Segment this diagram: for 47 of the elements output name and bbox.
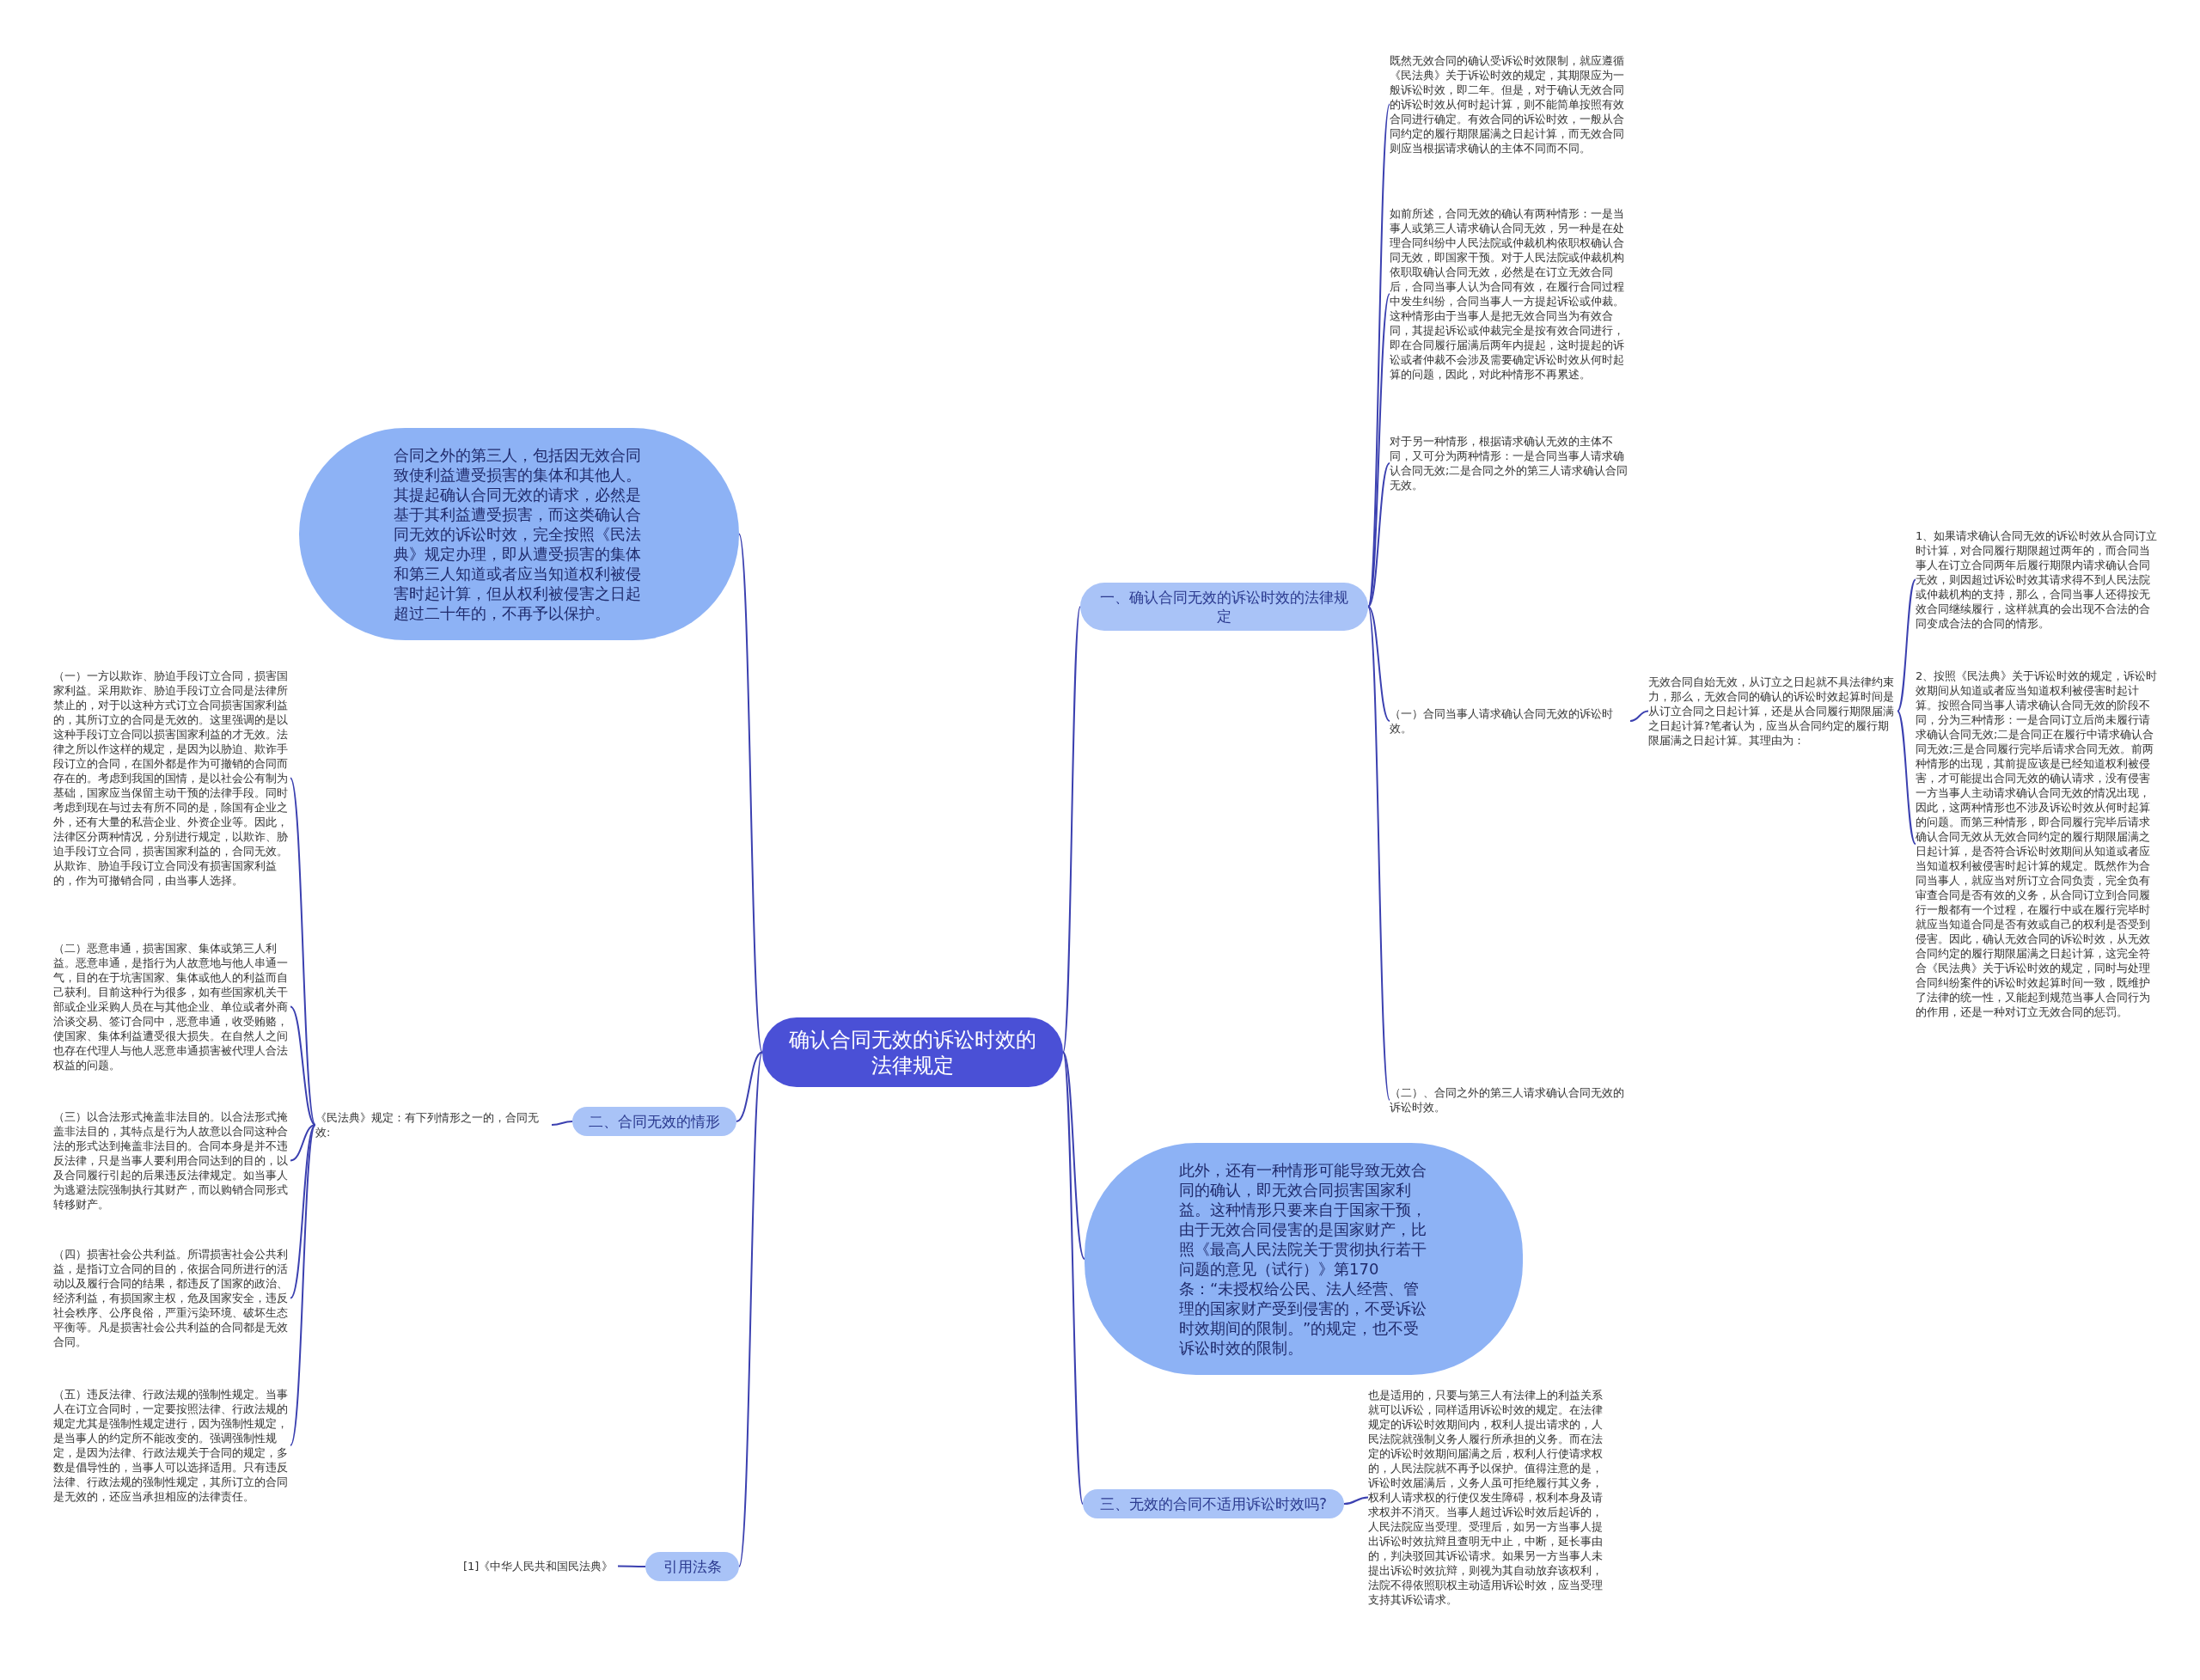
text-note: （四）损害社会公共利益。所谓损害社会公共利益，是指订立合同的目的，依据合同所进行的活动以及履行合同的结果，都违反了国家的政治、经济利益，有损国家主权，危及国家安全，违反社会秩序、公序良俗，严重污染环境、破坏生态平衡等。凡是损害社会公共利益的合同都是无效合同。 [53,1247,289,1349]
text-note: 既然无效合同的确认受诉讼时效限制，就应遵循《民法典》关于诉讼时效的规定，其期限应为一般诉讼时效，即二年。但是，对于确认无效合同的诉讼时效从何时起计算，则不能简单按照有效合同进行确定。有效合同的诉讼时效，一般从合同约定的履行期限届满之日起计算，而无效合同则应当根据请求确认的主体不同而不同。 [1390,53,1625,156]
connector-line [738,1051,763,1567]
text-note: 无效合同自始无效，从订立之日起就不具法律约束力，那么，无效合同的确认的诉讼时效起算时间是从订立合同之日起计算，还是从合同履行期限届满之日起计算?笔者认为，应当从合同约定的履行期限届满之日起计算。其理由为： [1648,675,1895,748]
branch-topic [1083,1489,1344,1518]
connector-line [290,1124,316,1299]
branch-topic [572,1107,736,1136]
connector-line [1629,710,1649,722]
text-note: （一）一方以欺诈、胁迫手段订立合同，损害国家利益。采用欺诈、胁迫手段订立合同是法律所禁止的，对于以这种方式订立合同损害国家利益的，其所订立的合同是无效的。这里强调的是以这种手段订立合同以损害国家利益的才无效。法律之所以作这样的规定，是因为以胁迫、欺诈手段订立的合同，在国外都是作为可撤销的合同而存在的。考虑到我国的国情，是以社会公有制为基础，国家应当保留主动干预的法律手段。同时考虑到现在与过去有所不同的是，除国有企业之外，还有大量的私营企业、外资企业等。因此，法律区分两种情况，分别进行规定，以欺诈、胁迫手段订立合同，损害国家利益的，合同无效。从欺诈、胁迫手段订立合同没有损害国家利益的，作为可撤销合同，由当事人选择。 [53,669,289,888]
text-note: （三）以合法形式掩盖非法目的。以合法形式掩盖非法目的，其特点是行为人故意以合同这种合法的形式达到掩盖非法目的。合同本身是并不违反法律，只是当事人要利用合同达到的目的，以及合同履行引起的后果违反法律规定。如当事人为逃避法院强制执行其财产，而以购销合同形式转移财产。 [53,1109,289,1212]
root-topic [762,1017,1063,1087]
text-note: 也是适用的，只要与第三人有法律上的利益关系就可以诉讼，同样适用诉讼时效的规定。在法律规定的诉讼时效期间内，权利人提出请求的，人民法院就强制义务人履行所承担的义务。而在法定的诉讼时效期间届满之后，权利人行使请求权的，人民法院就不再予以保护。值得注意的是，诉讼时效届满后，义务人虽可拒绝履行其义务，权利人请求权的行使仅发生障碍，权利本身及请求权并不消灭。当事人超过诉讼时效后起诉的，人民法院应当受理。受理后，如另一方当事人提出诉讼时效抗辩且查明无中止，中断，延长事由的，判决驳回其诉讼请求。如果另一方当事人未提出诉讼时效抗辩，则视为其自动放弃该权利，法院不得依照职权主动适用诉讼时效，应当受理支持其诉讼请求。 [1368,1388,1604,1607]
text-note: （五）违反法律、行政法规的强制性规定。当事人在订立合同时，一定要按照法律、行政法规的规定尤其是强制性规定进行，因为强制性规定，是当事人的约定所不能改变的。强调强制性规定，是因为法律、行政法规关于合同的规定，多数是倡导性的，当事人可以选择适用。只有违反法律、行政法规的强制性规定，其所订立的合同是无效的，还应当承担相应的法律责任。 [53,1387,289,1504]
connector-line [290,1124,316,1162]
text-note: （一）合同当事人请求确认合同无效的诉讼时效。 [1390,706,1614,736]
connector-line [290,1124,316,1446]
connector-line [1897,578,1916,712]
connector-line [1897,710,1916,845]
topic-text: 三、无效的合同不适用诉讼时效吗? [1100,1494,1327,1513]
connector-line [1062,1051,1085,1260]
topic-text: 此外，还有一种情形可能导致无效合同的确认，即无效合同损害国家利益。这种情形只要来自于国家干预，由于无效合同侵害的是国家财产，比照《最高人民法院关于贯彻执行若干问题的意见（试行）》第170条：“未授权给公民、法人经营、管理的国家财产受到侵害的，不受诉讼时效期间的限制。”的规定，也不受诉讼时效的限制。 [1179,1160,1427,1358]
text-note: （二）、合同之外的第三人请求确认合同无效的诉讼时效。 [1390,1085,1625,1115]
connector-line [1367,606,1390,722]
text-note: 对于另一种情形，根据请求确认无效的主体不同，又可分为两种情形：一是合同当事人请求确认合同无效;二是合同之外的第三人请求确认合同无效。 [1390,434,1629,492]
text-note: 2、按照《民法典》关于诉讼时效的规定，诉讼时效期间从知道或者应当知道权利被侵害时起计算。按照合同当事人请求确认合同无效的阶段不同，分为三种情形：一是合同订立后尚未履行请求确认合同无效;二是合同正在履行中请求确认合同无效;三是合同履行完毕后请求合同无效。前两种情形的出现，其前提应该是已经知道权利被侵害，才可能提出合同无效的确认请求，没有侵害一方当事人主动请求确认合同无效的情况出现，因此，这两种情形也不涉及诉讼时效从何时起算的问题。而第三种情形，即合同履行完毕后请求确认合同无效从无效合同约定的履行期限届满之日起计算，是否符合诉讼时效期间从知道或者应当知道权利被侵害时起计算的规定。既然作为合同当事人，就应当对所订立合同负责，完全负有审查合同是否有效的义务，从合同订立到合同履行一般都有一个过程，在履行中或在履行完毕时就应当知道合同是否有效或自己的权利是否受到侵害。因此，确认无效合同的诉讼时效，从无效合同约定的履行期限届满之日起计算，这完全符合《民法典》关于诉讼时效的规定，同时与处理合同纠纷案件的诉讼时效起算时间一致，既维护了法律的统一性，又能起到规范当事人合同行为的作用，还是一种对订立无效合同的惩罚。 [1916,669,2158,1019]
connector-line [1343,1496,1369,1505]
topic-text: 合同之外的第三人，包括因无效合同致使利益遭受损害的集体和其他人。其提起确认合同无效的请求，必然是基于其利益遭受损害，而这类确认合同无效的诉讼时效，完全按照《民法典》规定办理，即从遭受损害的集体和第三人知道或者应当知道权利被侵害时起计算，但从权利被侵害之日起超过二十年的，不再予以保护。 [394,445,642,623]
text-note: 《民法典》规定：有下列情形之一的，合同无效: [315,1110,540,1139]
connector-line [1367,462,1390,608]
connector-line [738,533,763,1054]
branch-topic [645,1552,739,1581]
topic-text: 确认合同无效的诉讼时效的法律规定 [788,1026,1037,1078]
connector-line [290,1005,316,1126]
connector-line [617,1565,646,1567]
text-note: [1]《中华人民共和国民法典》 [463,1559,614,1573]
connector-line [1062,606,1081,1054]
connector-line [1062,1051,1084,1505]
topic-text: 二、合同无效的情形 [589,1112,720,1131]
connector-line [551,1121,573,1126]
topic-text: 一、确认合同无效的诉讼时效的法律规定 [1099,588,1349,626]
text-note: （二）恶意串通，损害国家、集体或第三人利益。恶意串通，是指行为人故意地与他人串通一气，目的在于坑害国家、集体或他人的利益而自己获利。目前这种行为很多，如有些国家机关干部或企业采购人员在与其他企业、单位或者外商洽谈交易、签订合同中，恶意串通，收受贿赂，使国家、集体利益遭受很大损失。在自然人之间也存在代理人与他人恶意串通损害被代理人合法权益的问题。 [53,941,289,1072]
text-note: 1、如果请求确认合同无效的诉讼时效从合同订立时计算，对合同履行期限超过两年的，而合同当事人在订立合同两年后履行期限内请求确认合同无效，则因超过诉讼时效其请求得不到人民法院或仲裁机构的支持，那么，合同当事人还得按无效合同继续履行，这样就真的会出现不合法的合同变成合法的合同的情形。 [1916,528,2158,631]
branch-topic [1080,583,1368,631]
text-note: 如前所述，合同无效的确认有两种情形：一是当事人或第三人请求确认合同无效，另一种是在处理合同纠纷中人民法院或仲裁机构依职权确认合同无效，即国家干预。对于人民法院或仲裁机构依职取确认合同无效，必然是在订立无效合同后，合同当事人认为合同有效，在履行合同过程中发生纠纷，合同当事人一方提起诉讼或仲裁。这种情形由于当事人是把无效合同当为有效合同，其提起诉讼或仲裁完全是按有效合同进行，即在合同履行届满后两年内提起，这时提起的诉讼或者仲裁不会涉及需要确定诉讼时效从何时起算的问题，因此，对此种情形不再累述。 [1390,206,1625,382]
topic-text: 引用法条 [663,1557,722,1576]
connector-line [290,777,316,1126]
connector-line [736,1051,763,1122]
